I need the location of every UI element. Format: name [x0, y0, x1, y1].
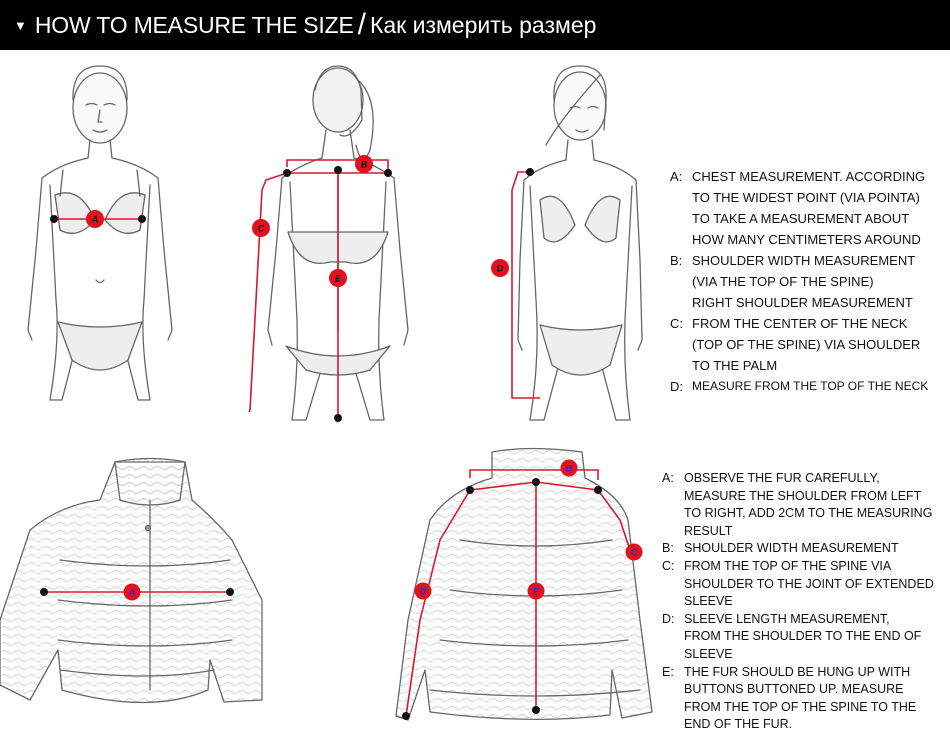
marker-b-top: B	[355, 155, 373, 173]
marker-c-top: C	[252, 219, 270, 237]
marker-c-bottom: C	[625, 543, 643, 561]
marker-e-top: E	[329, 269, 347, 287]
svg-text:E: E	[335, 274, 342, 284]
marker-d-bottom: D	[414, 582, 432, 600]
marker-a-top: A	[86, 210, 104, 228]
coat-back-sketch	[395, 447, 653, 721]
svg-text:C: C	[631, 548, 638, 558]
page-header: ▼ HOW TO MEASURE THE SIZE / Как измерить…	[0, 0, 950, 50]
header-separator: /	[357, 8, 366, 41]
svg-text:B: B	[566, 464, 573, 474]
marker-d-top: D	[491, 259, 509, 277]
header-title-ru: Как измерить размер	[369, 11, 597, 38]
front-figure-sketch	[27, 65, 173, 401]
svg-text:E: E	[533, 587, 540, 597]
svg-text:A: A	[91, 215, 99, 225]
marker-b-bottom: B	[560, 459, 578, 477]
svg-text:A: A	[128, 588, 136, 598]
measurement-lines	[44, 159, 631, 717]
measurement-endpoints	[40, 166, 602, 720]
svg-text:D: D	[497, 264, 504, 274]
triangle-down-icon: ▼	[14, 17, 27, 33]
marker-a-bottom: A	[123, 583, 141, 601]
top-instructions: A:CHEST MEASUREMENT. ACCORDING TO THE WI…	[670, 169, 929, 394]
bottom-instructions: A:OBSERVE THE FUR CAREFULLY, MEASURE THE…	[662, 471, 934, 732]
svg-text:D: D	[420, 587, 427, 597]
svg-text:C: C	[258, 224, 265, 234]
side-figure-sketch	[517, 65, 643, 421]
header-title-en: HOW TO MEASURE THE SIZE	[34, 11, 354, 38]
svg-text:B: B	[361, 160, 368, 170]
marker-e-bottom: E	[527, 582, 545, 600]
coat-front-sketch	[0, 457, 263, 704]
